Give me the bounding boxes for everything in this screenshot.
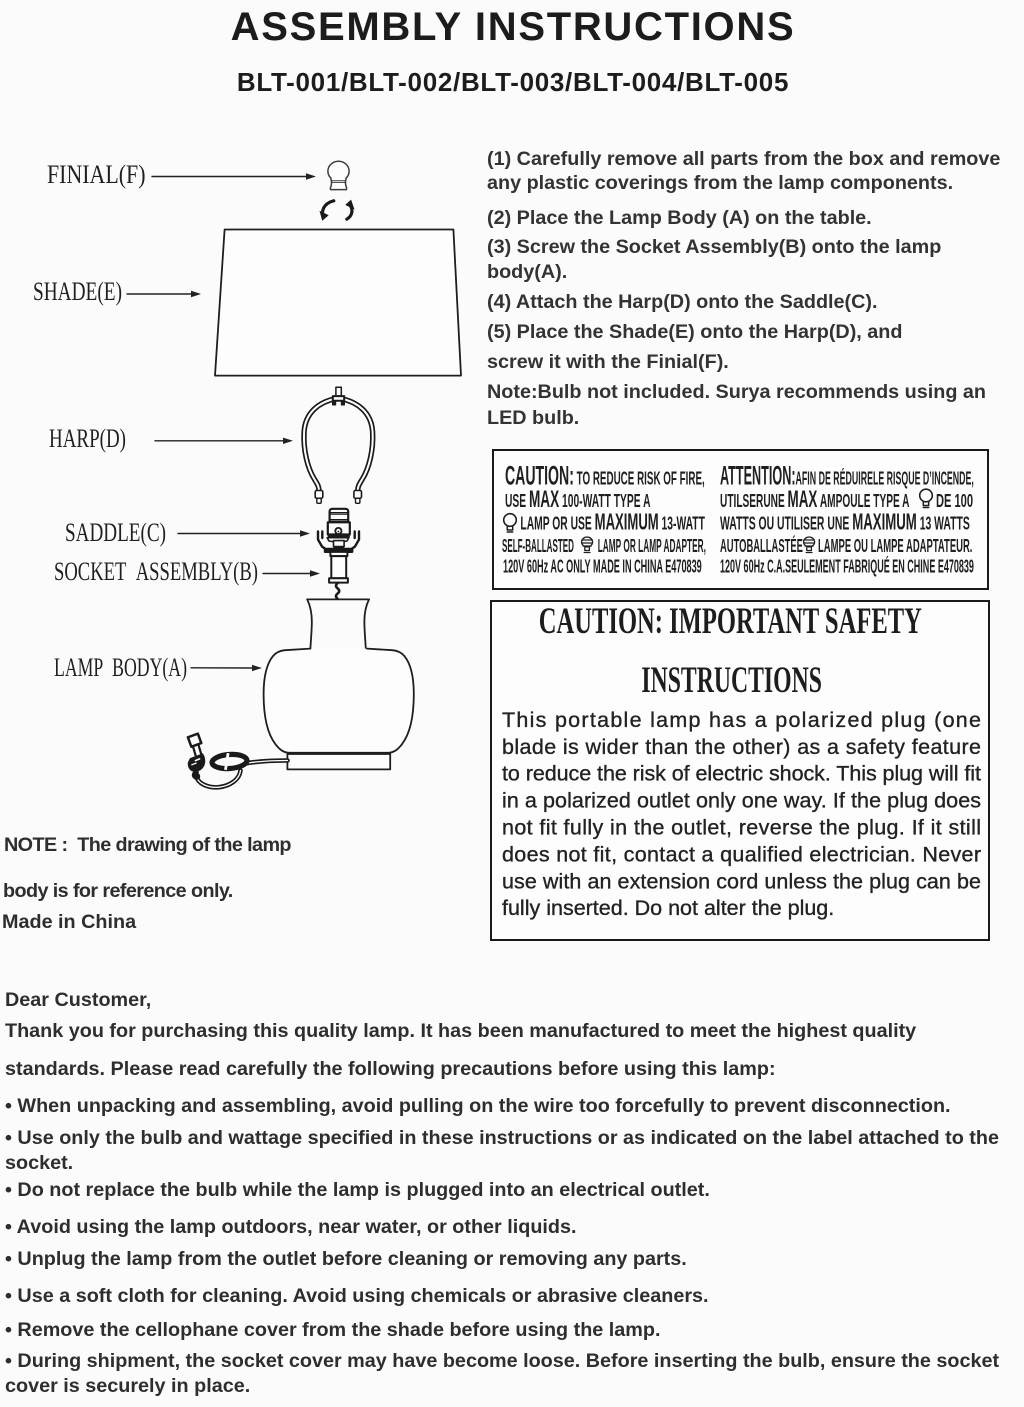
svg-text:FINIAL(F): FINIAL(F) <box>47 159 146 189</box>
svg-text:LAMP BODY(A): LAMP BODY(A) <box>54 652 187 682</box>
svg-text:SOCKET ASSEMBLY(B): SOCKET ASSEMBLY(B) <box>54 556 258 586</box>
svg-text:SADDLE(C): SADDLE(C) <box>65 517 166 547</box>
svg-text:SHADE(E): SHADE(E) <box>33 276 122 306</box>
svg-text:HARP(D): HARP(D) <box>49 423 126 453</box>
